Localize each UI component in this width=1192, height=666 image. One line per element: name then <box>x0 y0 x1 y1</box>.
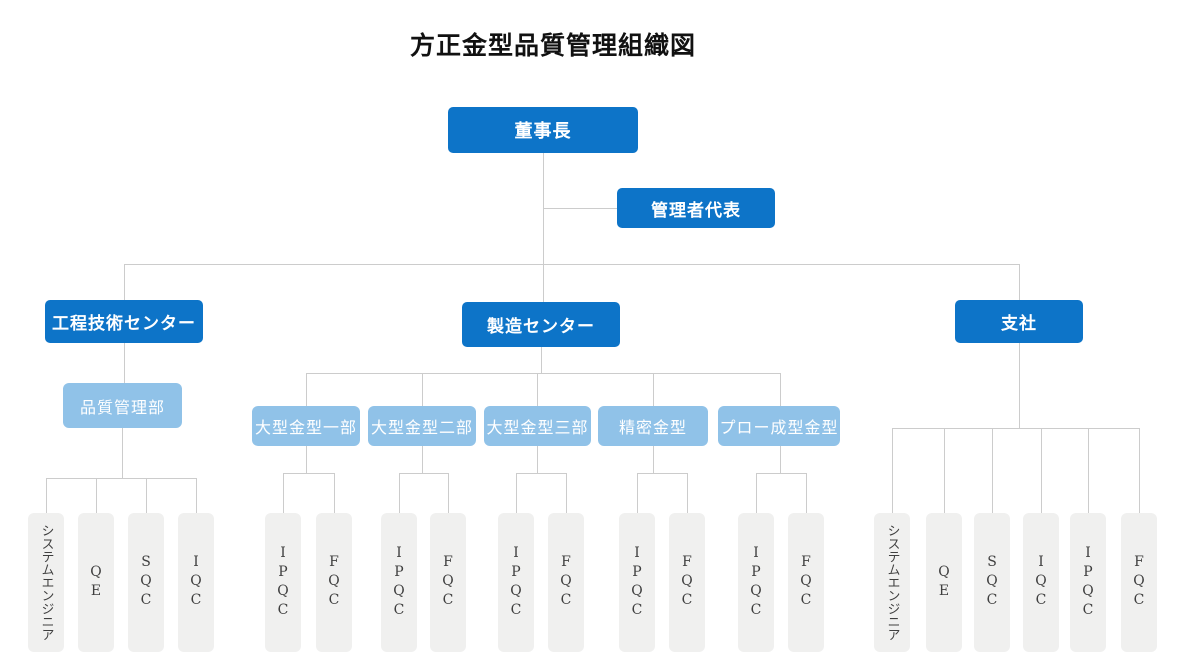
connector-line <box>146 478 147 513</box>
node-qe: QE <box>926 513 962 652</box>
node-ipqc: IPQC <box>381 513 417 652</box>
node-system-engineer: システムエンジニア <box>28 513 64 652</box>
connector-line <box>687 473 688 513</box>
connector-line <box>543 153 544 302</box>
node-quality-management-dept: 品質管理部 <box>63 383 182 428</box>
connector-line <box>516 473 566 474</box>
connector-line <box>756 473 806 474</box>
node-blow-mold: プロー成型金型 <box>718 406 840 446</box>
connector-line <box>306 373 780 374</box>
connector-line <box>541 347 542 373</box>
node-precision-mold: 精密金型 <box>598 406 708 446</box>
connector-line <box>422 446 423 473</box>
connector-line <box>196 478 197 513</box>
connector-line <box>543 208 617 209</box>
connector-line <box>637 473 638 513</box>
connector-line <box>1019 264 1020 300</box>
node-fqc: FQC <box>669 513 705 652</box>
node-management-representative: 管理者代表 <box>617 188 775 228</box>
connector-line <box>334 473 335 513</box>
connector-line <box>46 478 47 513</box>
connector-line <box>124 343 125 383</box>
connector-line <box>1019 343 1020 428</box>
connector-line <box>892 428 1139 429</box>
connector-line <box>566 473 567 513</box>
node-ipqc: IPQC <box>1070 513 1106 652</box>
connector-line <box>892 428 893 513</box>
connector-line <box>1041 428 1042 513</box>
node-branch-office: 支社 <box>955 300 1083 343</box>
node-system-engineer: システムエンジニア <box>874 513 910 652</box>
node-fqc: FQC <box>430 513 466 652</box>
connector-line <box>516 473 517 513</box>
node-iqc: IQC <box>178 513 214 652</box>
node-ipqc: IPQC <box>738 513 774 652</box>
connector-line <box>944 428 945 513</box>
node-large-mold-dept3: 大型金型三部 <box>484 406 591 446</box>
connector-line <box>96 478 97 513</box>
connector-line <box>46 478 196 479</box>
connector-line <box>283 473 284 513</box>
connector-line <box>992 428 993 513</box>
node-fqc: FQC <box>316 513 352 652</box>
connector-line <box>1139 428 1140 513</box>
connector-line <box>637 473 687 474</box>
connector-line <box>756 473 757 513</box>
node-ipqc: IPQC <box>265 513 301 652</box>
connector-line <box>780 446 781 473</box>
chart-title: 方正金型品質管理組織図 <box>409 32 696 60</box>
node-sqc: SQC <box>974 513 1010 652</box>
connector-line <box>780 373 781 406</box>
connector-line <box>306 373 307 406</box>
node-qe: QE <box>78 513 114 652</box>
connector-line <box>399 473 400 513</box>
connector-line <box>537 373 538 406</box>
node-sqc: SQC <box>128 513 164 652</box>
connector-line <box>537 446 538 473</box>
node-fqc: FQC <box>788 513 824 652</box>
node-fqc: FQC <box>548 513 584 652</box>
connector-line <box>653 373 654 406</box>
connector-line <box>122 428 123 478</box>
connector-line <box>422 373 423 406</box>
connector-line <box>399 473 448 474</box>
node-engineering-center: 工程技術センター <box>45 300 203 343</box>
connector-line <box>448 473 449 513</box>
connector-line <box>124 264 125 300</box>
connector-line <box>306 446 307 473</box>
connector-line <box>124 264 1019 265</box>
connector-line <box>283 473 334 474</box>
node-iqc: IQC <box>1023 513 1059 652</box>
node-fqc: FQC <box>1121 513 1157 652</box>
connector-line <box>653 446 654 473</box>
node-large-mold-dept1: 大型金型一部 <box>252 406 360 446</box>
connector-line <box>1088 428 1089 513</box>
node-ipqc: IPQC <box>498 513 534 652</box>
node-manufacturing-center: 製造センター <box>462 302 620 347</box>
connector-line <box>806 473 807 513</box>
node-large-mold-dept2: 大型金型二部 <box>368 406 476 446</box>
node-chairman: 董事長 <box>448 107 638 153</box>
node-ipqc: IPQC <box>619 513 655 652</box>
